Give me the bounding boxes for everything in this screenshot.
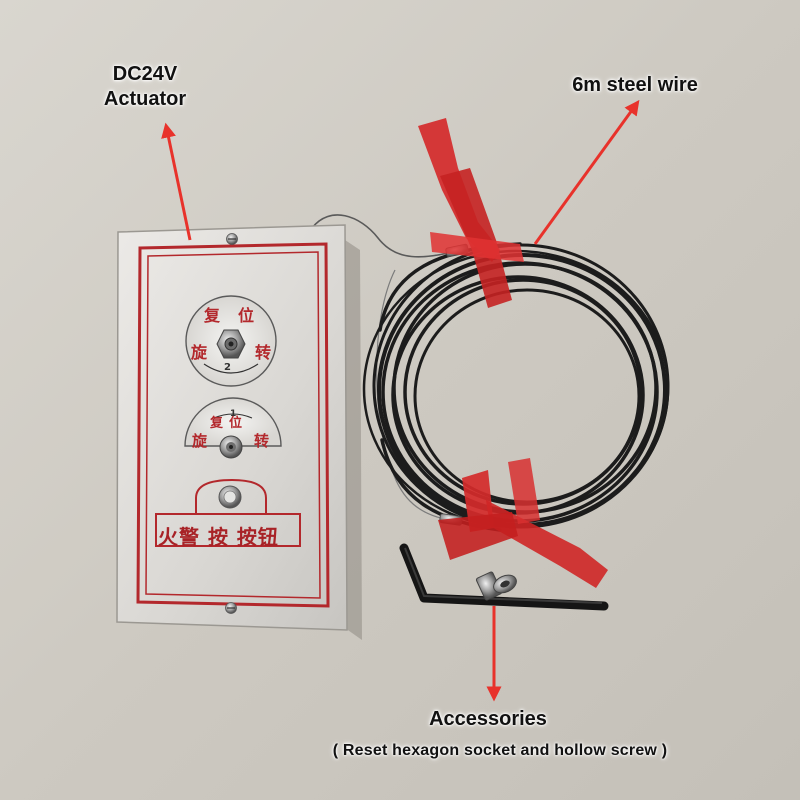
arrow-to-steel-wire — [533, 99, 640, 245]
reset-knob-1 — [185, 295, 277, 387]
actuator-caption: DC24V Actuator — [75, 62, 215, 112]
accessories-note: ( Reset hexagon socket and hollow screw … — [332, 742, 668, 759]
knob-1-number: 2 — [224, 362, 231, 373]
steel-wire-caption: 6m steel wire — [572, 74, 698, 96]
actuator-caption-name: Actuator — [103, 88, 187, 110]
screw-bottom — [225, 602, 237, 614]
knob-1-bottom-label: 旋转 — [191, 343, 320, 362]
knob-2-bottom-label: 旋转 — [192, 432, 317, 450]
actuator-caption-voltage: DC24V — [112, 63, 178, 85]
hollow-screw — [475, 571, 517, 601]
fire-alarm-button-label: 火警 按 按钮 — [158, 525, 279, 549]
thin-wire — [311, 214, 453, 258]
arrow-to-actuator — [161, 122, 192, 241]
screw-top — [226, 233, 238, 245]
knob-2-number: 1 — [230, 409, 237, 419]
accessories-caption: Accessories — [429, 708, 547, 730]
knob-2-top-label: 复位 — [210, 416, 249, 431]
knob-1-top-label: 复位 — [204, 306, 273, 325]
reset-knob-2 — [184, 397, 282, 459]
hex-key-wrench — [399, 543, 609, 611]
actuator-panel — [116, 224, 348, 631]
red-tape-bottom — [438, 458, 608, 588]
fire-alarm-button — [155, 478, 301, 547]
red-tape-top — [418, 118, 524, 308]
